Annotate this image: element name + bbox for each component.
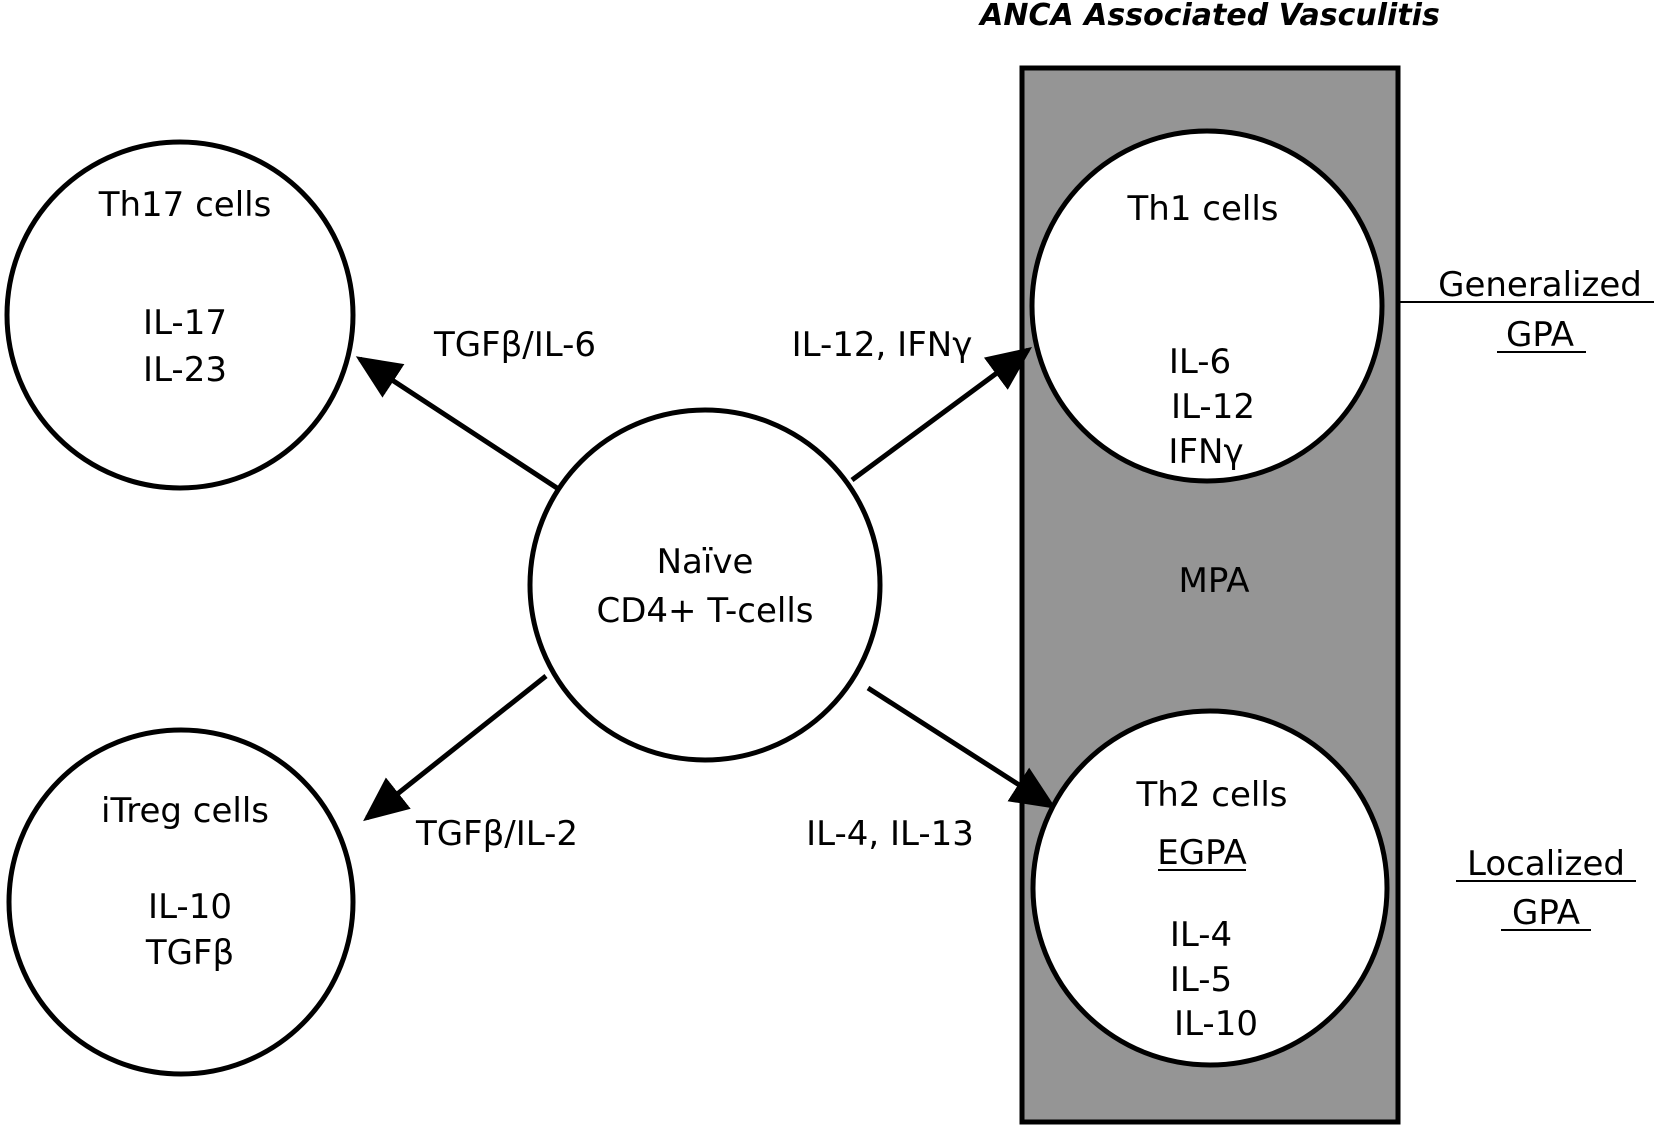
localized-label-line1: Localized [1467, 844, 1625, 884]
arrow-label-itreg: TGFβ/IL-2 [415, 814, 578, 854]
arrow-label-th2: IL-4, IL-13 [806, 814, 974, 854]
diagram-title: ANCA Associated Vasculitis [978, 0, 1440, 33]
th2-cell-circle [1030, 708, 1390, 1068]
localized-gpa-label: Localized GPA [1456, 844, 1636, 933]
th2-cytokine-3: IL-10 [1174, 1004, 1258, 1044]
arrow-to-itreg [363, 674, 548, 822]
th1-cytokine-1: IL-6 [1169, 342, 1231, 382]
generalized-gpa-label: Generalized GPA [1396, 265, 1654, 355]
arrow-to-th1 [850, 347, 1033, 483]
mpa-label: MPA [1179, 561, 1250, 601]
th1-cytokine-2: IL-12 [1171, 387, 1255, 427]
th1-cell-circle [1029, 128, 1385, 484]
itreg-cell: iTreg cells IL-10 TGFβ [6, 727, 356, 1077]
generalized-label-line1: Generalized [1438, 265, 1642, 305]
itreg-cell-circle [6, 727, 356, 1077]
egpa-label: EGPA [1157, 833, 1246, 873]
localized-label-line2: GPA [1512, 893, 1580, 933]
arrow-to-th17 [355, 356, 559, 491]
th17-cell: Th17 cells IL-17 IL-23 [4, 139, 356, 491]
th17-cell-circle [4, 139, 356, 491]
th1-cell: Th1 cells IL-6 IL-12 IFNγ [1029, 128, 1385, 484]
itreg-cytokine-2: TGFβ [145, 933, 234, 973]
th1-cell-title: Th1 cells [1127, 189, 1279, 229]
itreg-cytokine-1: IL-10 [148, 887, 232, 927]
th17-cytokine-1: IL-17 [143, 303, 227, 343]
arrow-to-th2 [866, 685, 1057, 809]
th17-cell-title: Th17 cells [98, 185, 272, 225]
naive-cd4-cell-circle [527, 407, 883, 763]
th17-cytokine-2: IL-23 [143, 350, 227, 390]
th2-cell-title: Th2 cells [1136, 775, 1288, 815]
th1-cytokine-3: IFNγ [1168, 432, 1243, 472]
naive-cell-label-line1: Naïve [657, 542, 754, 582]
arrow-label-th17: TGFβ/IL-6 [433, 325, 596, 365]
generalized-label-line2: GPA [1506, 315, 1574, 355]
th2-cell: Th2 cells EGPA IL-4 IL-5 IL-10 [1030, 708, 1390, 1068]
itreg-cell-title: iTreg cells [101, 791, 269, 831]
arrow-label-th1: IL-12, IFNγ [792, 325, 973, 365]
naive-cd4-cell: Naïve CD4+ T-cells [527, 407, 883, 763]
th2-cytokine-2: IL-5 [1170, 960, 1232, 1000]
th2-cytokine-1: IL-4 [1170, 915, 1232, 955]
naive-cell-label-line2: CD4+ T-cells [597, 591, 814, 631]
